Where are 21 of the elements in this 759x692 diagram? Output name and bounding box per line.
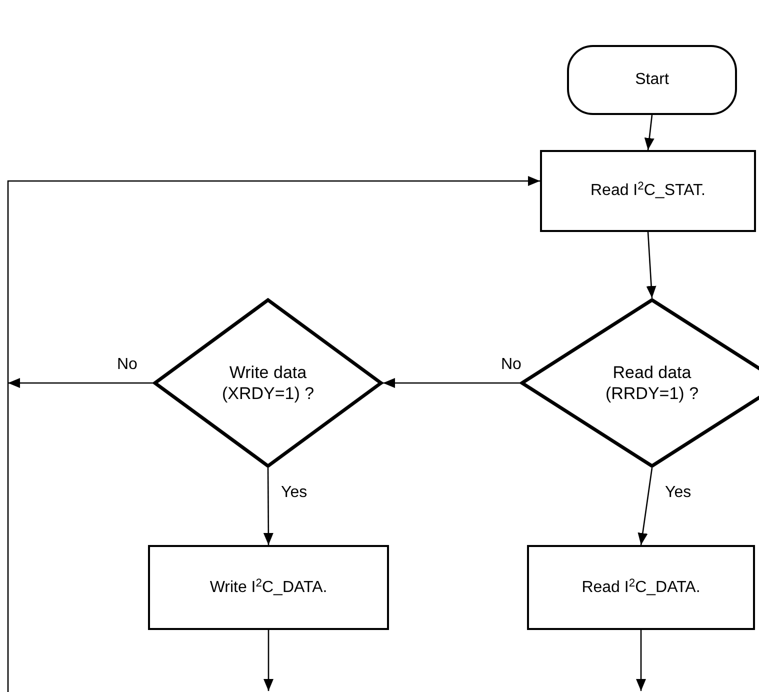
process-box bbox=[527, 545, 755, 630]
arrow bbox=[638, 468, 653, 546]
process-box bbox=[540, 150, 756, 232]
decision-text: Read data (RRDY=1) ? bbox=[604, 362, 700, 404]
decision-diamond bbox=[520, 298, 759, 468]
decision-diamond bbox=[153, 298, 383, 468]
arrow bbox=[636, 630, 646, 691]
start-terminal bbox=[567, 45, 737, 115]
terminal-label: Start bbox=[635, 70, 669, 90]
step-text: Read I$^{2}$C_DATA. bbox=[582, 578, 700, 598]
step-text: Read I$^{2}$C_STAT. bbox=[590, 181, 706, 201]
arrow bbox=[264, 630, 274, 691]
arrow bbox=[383, 378, 520, 388]
arrow bbox=[7, 176, 540, 692]
decision-text: Write data (XRDY=1) ? bbox=[220, 362, 316, 404]
step-text: Write I$^{2}$C_DATA. bbox=[210, 578, 328, 598]
arrow bbox=[646, 232, 656, 298]
process-box bbox=[148, 545, 389, 630]
arrow bbox=[644, 114, 654, 150]
arrow bbox=[8, 378, 153, 388]
arrow bbox=[263, 468, 274, 545]
